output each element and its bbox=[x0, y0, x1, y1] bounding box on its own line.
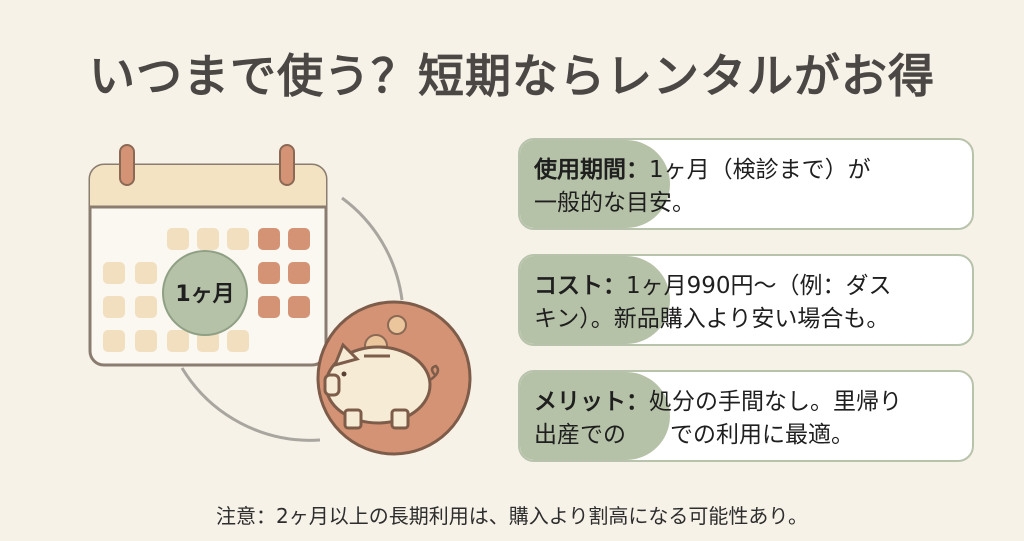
card-text: 1ヶ月990円〜（例：ダス bbox=[626, 273, 892, 299]
card-text: 処分の手間なし。里帰り bbox=[649, 389, 902, 415]
card-label: メリット： bbox=[534, 389, 649, 415]
card-text: 1ヶ月（検診まで）が bbox=[649, 157, 871, 183]
card-text: キン）。新品購入より安い場合も。 bbox=[534, 306, 890, 332]
calendar-icon bbox=[88, 144, 472, 456]
card-cost: コスト：1ヶ月990円〜（例：ダス キン）。新品購入より安い場合も。 bbox=[518, 254, 974, 346]
card-usage-period: 使用期間：1ヶ月（検診まで）が 一般的な目安。 bbox=[518, 138, 974, 230]
card-merit: メリット：処分の手間なし。里帰り 出産での での利用に最適。 bbox=[518, 370, 974, 462]
page-title: いつまで使う？短期ならレンタルがお得 bbox=[89, 49, 935, 103]
calendar-badge: 1ヶ月 bbox=[175, 282, 235, 307]
card-label-cont: 出産での bbox=[534, 422, 626, 448]
illustration: 1ヶ月 bbox=[80, 140, 480, 470]
card-text: 一般的な目安。 bbox=[534, 190, 695, 216]
card-label: コスト： bbox=[534, 273, 626, 299]
card-label: 使用期間： bbox=[534, 157, 649, 183]
card-text: での利用に最適。 bbox=[670, 422, 854, 448]
note-text: 注意：2ヶ月以上の長期利用は、購入より割高になる可能性あり。 bbox=[216, 504, 808, 528]
piggy-bank-icon bbox=[316, 300, 472, 456]
